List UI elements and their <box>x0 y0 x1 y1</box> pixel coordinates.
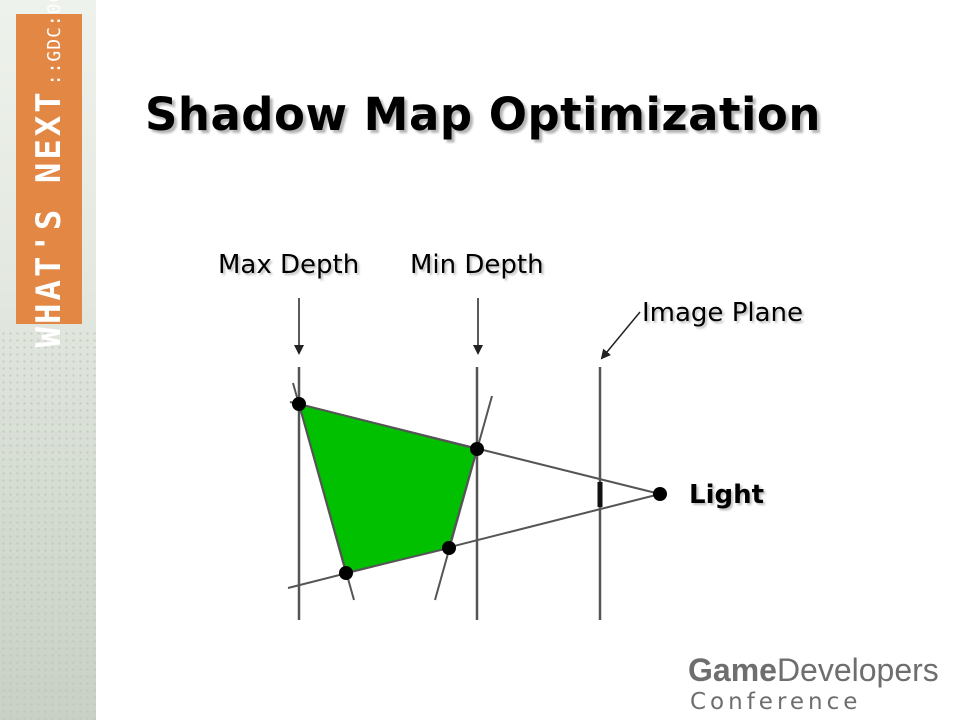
light-label: Light <box>689 480 765 510</box>
logo-developers-text: Developers <box>776 652 939 688</box>
min-depth-label: Min Depth <box>410 250 544 280</box>
gdc-badge-logo: WHAT'S NEXT::GDC:06 <box>16 0 82 347</box>
vertex-top-left <box>292 397 306 411</box>
image-plane-label: Image Plane <box>642 298 804 328</box>
sidebar-dot-pattern <box>0 330 96 720</box>
vertex-bottom-left <box>339 566 353 580</box>
right-edge-extension <box>434 395 493 601</box>
image-plane-arrow <box>600 311 641 360</box>
vertex-bottom-right <box>442 541 456 555</box>
slide-title: Shadow Map Optimization <box>145 88 821 141</box>
vertex-top-right <box>470 442 484 456</box>
light-point-icon <box>653 487 667 501</box>
logo-game-text: Game <box>688 652 777 688</box>
game-developers-conference-logo: GameDevelopers Conference <box>688 652 939 716</box>
max-depth-label: Max Depth <box>218 250 360 280</box>
logo-conference-text: Conference <box>690 689 862 715</box>
sidebar-decoration: WHAT'S NEXT::GDC:06 <box>0 0 96 720</box>
left-edge-extension <box>292 382 355 601</box>
logo-line-1: GameDevelopers <box>688 652 939 688</box>
